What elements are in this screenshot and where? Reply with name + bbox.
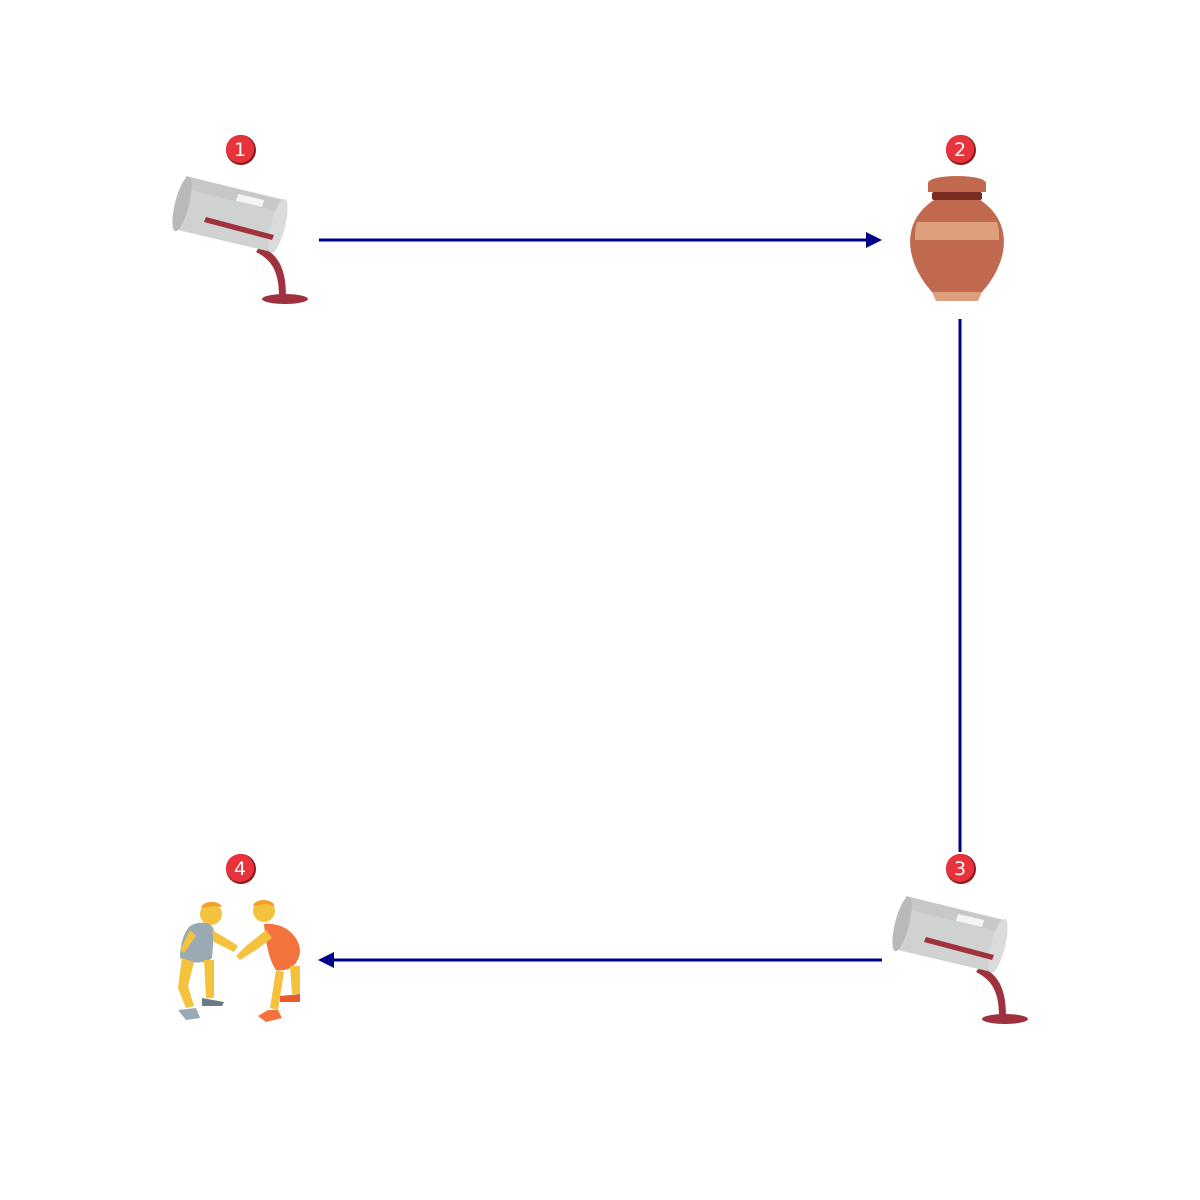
step-badge: 2 — [946, 135, 976, 165]
step-number: 1 — [234, 139, 246, 161]
step-number: 4 — [234, 858, 246, 880]
node-3: 3 — [888, 854, 1028, 1024]
arrowhead-icon — [318, 952, 334, 968]
pouring-liquid-icon — [168, 175, 308, 304]
edge-3-to-4 — [318, 952, 882, 968]
step-badge: 3 — [946, 854, 976, 884]
amphora-icon — [910, 176, 1004, 301]
edge-1-to-2 — [319, 232, 882, 248]
arrowhead-icon — [866, 232, 882, 248]
wrestlers-icon — [178, 900, 300, 1022]
node-4: 4 — [178, 854, 300, 1022]
pouring-liquid-icon — [888, 895, 1028, 1024]
node-1: 1 — [168, 135, 308, 304]
node-2: 2 — [910, 135, 1004, 301]
step-badge: 4 — [226, 854, 256, 884]
step-badge: 1 — [226, 135, 256, 165]
step-number: 2 — [954, 139, 966, 161]
step-number: 3 — [954, 858, 966, 880]
